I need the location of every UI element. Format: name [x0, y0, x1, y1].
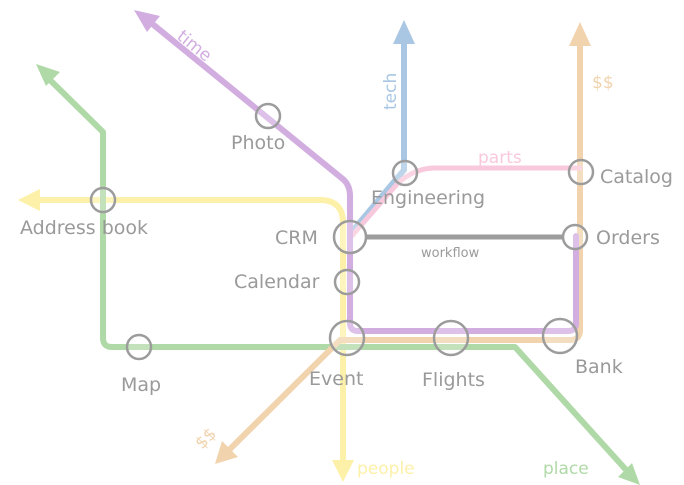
station-label-bank: Bank [575, 356, 623, 378]
station-catalog[interactable] [567, 158, 595, 186]
place-line-path [45, 75, 631, 475]
station-engineering[interactable] [391, 159, 419, 187]
place-northwest-arrow [36, 64, 60, 86]
station-orders[interactable] [561, 223, 589, 251]
station-photo[interactable] [254, 102, 282, 130]
people-line-label: people [357, 459, 415, 479]
parts-line-label: parts [478, 148, 522, 168]
station-label-crm: CRM [275, 227, 318, 249]
station-label-orders: Orders [596, 227, 660, 249]
place-southeast-arrow [618, 463, 640, 485]
time-northwest-arrow [134, 10, 160, 32]
time-line-path [147, 19, 579, 334]
station-bank[interactable] [541, 317, 579, 355]
station-label-map: Map [121, 374, 161, 396]
station-label-event: Event [309, 368, 363, 390]
station-label-flights: Flights [422, 369, 485, 391]
dollars-southwest-arrow [215, 441, 238, 464]
station-label-address-book: Address book [20, 217, 148, 239]
station-address-book[interactable] [89, 186, 117, 214]
station-label-catalog: Catalog [600, 166, 673, 188]
station-label-engineering: Engineering [371, 187, 485, 209]
place-line-label: place [543, 459, 589, 479]
tech-line-path [347, 39, 407, 237]
station-map[interactable] [125, 333, 153, 361]
dollars-top-line-label: $$ [592, 73, 614, 93]
station-label-calendar: Calendar [234, 271, 320, 293]
tech-line [347, 20, 415, 237]
people-south-arrow [332, 460, 354, 482]
people-west-arrow [18, 189, 40, 211]
workflow-line-label: workflow [421, 246, 480, 261]
station-flights[interactable] [432, 319, 470, 357]
station-label-photo: Photo [231, 132, 285, 154]
station-calendar[interactable] [333, 268, 361, 296]
station-crm[interactable] [332, 219, 368, 255]
station-event[interactable] [328, 319, 366, 357]
place-line [36, 64, 640, 485]
tech-north-arrow [393, 20, 415, 44]
tech-line-label: tech [381, 73, 401, 110]
dollars-bottom-line-label: $$ [191, 424, 220, 453]
dollars-north-arrow [569, 22, 591, 46]
